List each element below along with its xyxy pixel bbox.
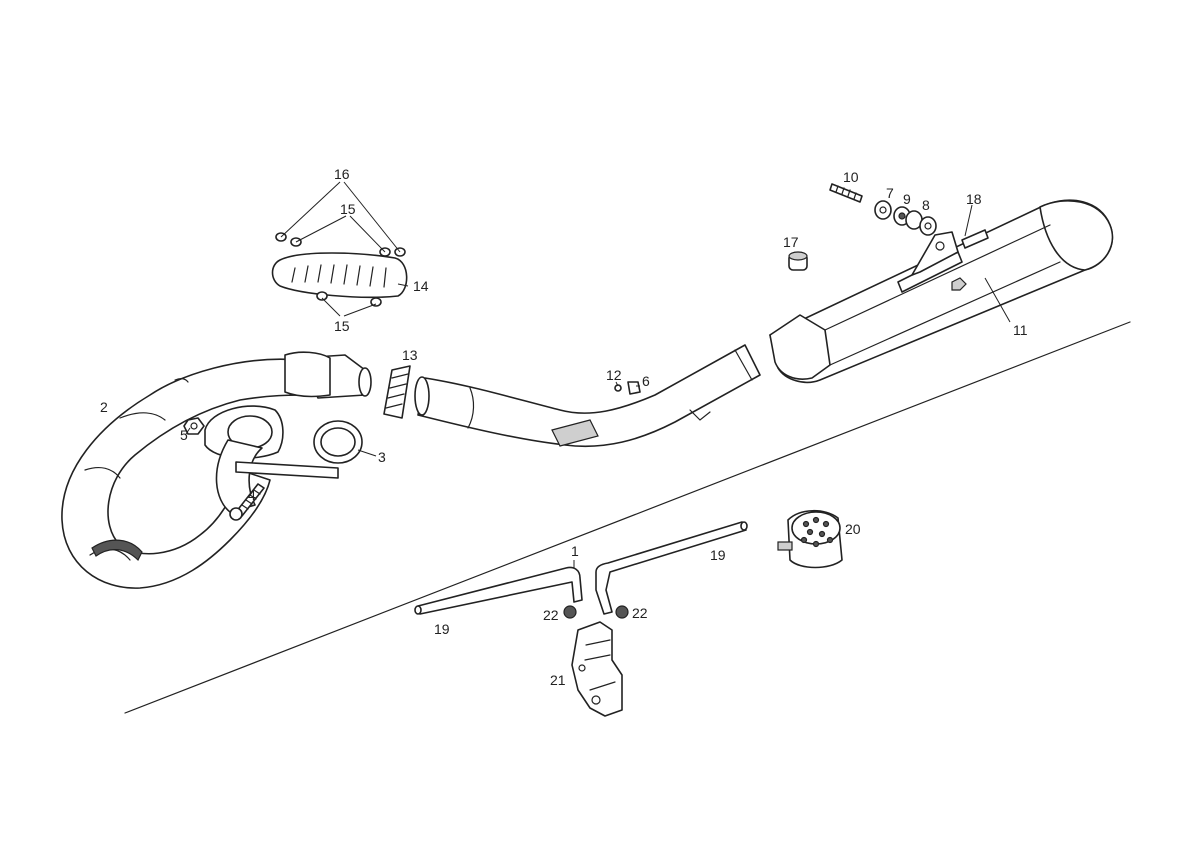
label-part-1: 1 [571, 543, 579, 559]
label-part-13: 13 [402, 347, 418, 363]
heat-shield[interactable] [271, 252, 408, 299]
label-part-21: 21 [550, 672, 566, 688]
label-part-15-top: 15 [340, 201, 356, 217]
label-part-2: 2 [100, 399, 108, 415]
header-bracket-strap[interactable] [235, 461, 339, 479]
part-number-labels: 1 2 3 4 5 6 7 8 9 10 11 12 13 14 15 15 1… [100, 166, 1028, 688]
breather-valve-housing[interactable] [571, 621, 623, 717]
heat-shield-screws[interactable] [275, 232, 406, 307]
silencer-washer-stack[interactable] [874, 200, 937, 236]
rubber-grommet[interactable] [788, 251, 808, 271]
header-stud-bolt[interactable] [229, 483, 265, 521]
label-part-7: 7 [886, 185, 894, 201]
label-part-15-bottom: 15 [334, 318, 350, 334]
silencer-bracket-tab[interactable] [961, 229, 989, 249]
label-part-6: 6 [642, 373, 650, 389]
label-part-3: 3 [378, 449, 386, 465]
silencer-mount-bolt[interactable] [829, 183, 863, 203]
breather-hose-assembly[interactable] [414, 521, 748, 615]
label-part-4: 4 [248, 487, 256, 503]
exhaust-gasket[interactable] [313, 420, 363, 464]
breather-filter[interactable] [777, 509, 843, 569]
leader-lines [185, 181, 1011, 568]
label-part-22-left: 22 [543, 607, 559, 623]
label-part-19-right: 19 [710, 547, 726, 563]
exhaust-header-pipe[interactable] [61, 351, 372, 589]
packing-insert[interactable] [383, 365, 411, 419]
reference-line [124, 321, 1131, 714]
label-part-22-right: 22 [632, 605, 648, 621]
label-part-9: 9 [903, 191, 911, 207]
label-part-10: 10 [843, 169, 859, 185]
label-part-5: 5 [180, 427, 188, 443]
label-part-19-left: 19 [434, 621, 450, 637]
label-part-17: 17 [783, 234, 799, 250]
label-part-20: 20 [845, 521, 861, 537]
hose-clamps[interactable] [563, 605, 629, 619]
label-part-11: 11 [1013, 322, 1028, 338]
label-part-18: 18 [966, 191, 982, 207]
spring-clip[interactable] [614, 381, 641, 395]
label-part-14: 14 [413, 278, 429, 294]
silencer-assembly[interactable] [414, 199, 1114, 448]
label-part-8: 8 [922, 197, 930, 213]
label-part-12: 12 [606, 367, 622, 383]
label-part-16: 16 [334, 166, 350, 182]
